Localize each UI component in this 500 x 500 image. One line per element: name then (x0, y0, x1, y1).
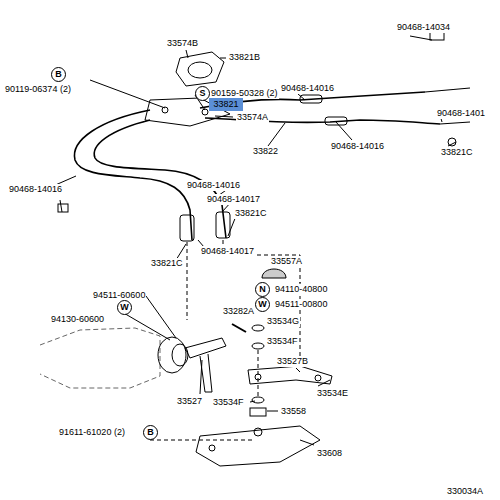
callout-number: 90468-14016 (330, 141, 385, 152)
callout-number: 90468-14017 (206, 194, 261, 205)
fastener-code-circle: B (143, 425, 158, 440)
callout-number: 33822 (252, 146, 279, 157)
node-text: W (120, 302, 129, 313)
cable-sleeve (325, 117, 347, 125)
callout-number: 94110-40800 (274, 284, 328, 295)
grommet (188, 62, 212, 78)
callout-number: 33608 (316, 448, 343, 459)
pin (232, 324, 246, 332)
transmission-case (40, 328, 160, 388)
callout-number: 330034A (446, 486, 484, 497)
callout-number: 33534G (266, 316, 300, 327)
shift-lever (185, 338, 226, 358)
washer (252, 397, 264, 403)
node-text: B (147, 427, 154, 438)
retaining-clip (58, 204, 68, 212)
callout-number: 94130-60600 (50, 314, 105, 325)
callout-number: 90468-14016 (186, 180, 241, 191)
assembly-line (150, 350, 258, 440)
callout-number: 90468-14016 (8, 184, 63, 195)
fastener-code-circle: W (255, 297, 270, 312)
select-cable-loop (94, 120, 226, 238)
callout-number: 94511-60600 (92, 290, 146, 301)
bolt-hole (315, 375, 321, 381)
fastener-code-circle: B (51, 67, 66, 82)
callout-number: 33527 (176, 396, 203, 407)
shift-shaft (172, 344, 188, 366)
callout-number: 33574B (166, 38, 199, 49)
callout-number: 33527B (276, 356, 309, 367)
fastener-code-circle: N (255, 282, 270, 297)
callout-number: 90468-14017 (200, 246, 255, 257)
callout-number: 90468-14034 (396, 22, 451, 33)
shift-lever-arm (200, 354, 212, 392)
callout-number: 91611-61020 (2) (58, 427, 126, 438)
leader-line (300, 440, 314, 445)
collar (250, 408, 266, 416)
lever-cap (262, 269, 286, 278)
node-text: 33821 (213, 99, 238, 110)
callout-number: 90119-06374 (2) (4, 84, 72, 95)
leader-line (268, 36, 456, 146)
retainer-bracket (176, 52, 224, 86)
highlighted-part-number: 33821 (209, 98, 243, 111)
callout-number: 33821C (150, 258, 184, 269)
callout-number: 33574A (236, 112, 269, 123)
leader-line (250, 401, 278, 411)
node-text: N (259, 284, 266, 295)
mounting-plate (196, 426, 320, 466)
node-text: W (258, 299, 267, 310)
bolt-hole (255, 374, 261, 380)
bolt-hole (254, 428, 262, 436)
leader-line (200, 360, 202, 394)
callout-number: 33534F (266, 336, 299, 347)
callout-number: 33534F (212, 397, 245, 408)
callout-number: 90468-1401 (436, 108, 486, 119)
lever-bracket (248, 366, 332, 384)
fastener-code-circle: S (195, 86, 210, 101)
callout-number: 33282A (222, 306, 255, 317)
callout-number: 33821C (234, 208, 268, 219)
callout-number: 33821B (228, 52, 261, 63)
bushing (252, 325, 264, 331)
cable-end-fitting (180, 215, 194, 241)
bolt-hole (209, 445, 215, 451)
leader-line (296, 368, 330, 386)
callout-number: 94511-00800 (274, 299, 328, 310)
node-text: B (55, 69, 62, 80)
node-text: S (199, 88, 205, 99)
callout-number: 33821C (440, 147, 474, 158)
bushing (448, 138, 456, 146)
leader-line (186, 50, 226, 58)
shift-cable-loop (74, 110, 192, 240)
callout-number: 33558 (280, 406, 307, 417)
callout-number: 33557A (270, 256, 303, 267)
fastener-code-circle: W (117, 300, 132, 315)
callout-number: 33534E (316, 388, 349, 399)
bushing (252, 343, 264, 349)
callout-number: 90468-14016 (280, 83, 335, 94)
cable-end-fitting (216, 212, 230, 238)
